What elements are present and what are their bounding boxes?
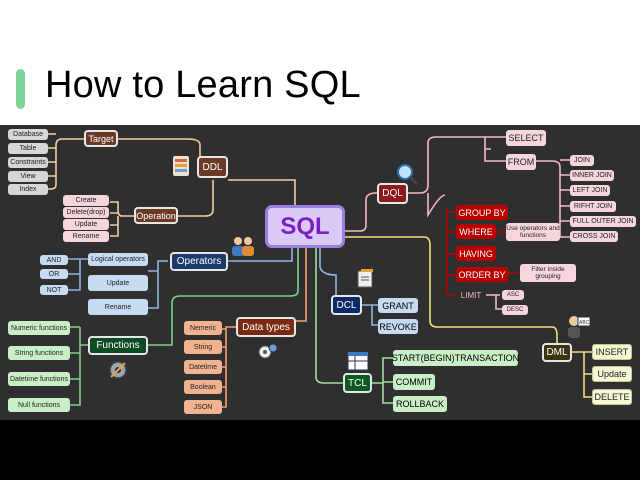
function-item[interactable]: Numeric functions xyxy=(8,321,70,335)
gears-icon xyxy=(258,343,278,359)
mind-map: SQL DDL Target Database Table Constraint… xyxy=(0,125,640,420)
tcl-item[interactable]: ROLLBACK xyxy=(393,396,447,412)
ddl-operation-node[interactable]: Operation xyxy=(134,207,178,224)
having-node[interactable]: HAVING xyxy=(456,246,496,261)
function-item[interactable]: Datetime functions xyxy=(8,372,70,386)
functions-node[interactable]: Functions xyxy=(88,336,148,355)
target-item[interactable]: Constraints xyxy=(8,157,48,168)
select-node[interactable]: SELECT xyxy=(506,130,546,146)
target-item[interactable]: Table xyxy=(8,143,48,154)
dml-item[interactable]: DELETE xyxy=(592,389,632,405)
function-item[interactable]: String functions xyxy=(8,346,70,360)
grant-node[interactable]: GRANT xyxy=(378,298,418,313)
join-item[interactable]: FULL OUTER JOIN xyxy=(570,216,636,227)
table-icon xyxy=(347,351,369,371)
operators-rename[interactable]: Rename xyxy=(88,299,148,315)
join-item[interactable]: RIFHT JOIN xyxy=(570,201,616,212)
join-item[interactable]: INNER JOIN xyxy=(570,170,614,181)
logical-item[interactable]: AND xyxy=(40,255,68,265)
datatype-item[interactable]: Datetime xyxy=(184,360,222,374)
dql-node[interactable]: DQL xyxy=(377,183,408,204)
document-stack-icon xyxy=(357,269,373,288)
tcl-item[interactable]: COMMIT xyxy=(393,374,435,390)
join-item[interactable]: LEFT JOIN xyxy=(570,185,610,196)
operation-item[interactable]: Create xyxy=(63,195,109,206)
ddl-node[interactable]: DDL xyxy=(197,156,228,178)
center-node-sql[interactable]: SQL xyxy=(265,205,345,248)
sort-item[interactable]: DESC xyxy=(502,305,528,315)
tools-icon xyxy=(109,361,127,379)
ddl-target-node[interactable]: Target xyxy=(84,130,118,147)
center-label: SQL xyxy=(280,212,330,240)
limit-node[interactable]: LIMIT xyxy=(460,290,482,300)
operators-node[interactable]: Operators xyxy=(170,252,228,271)
logical-item[interactable]: OR xyxy=(40,269,68,279)
dml-item[interactable]: INSERT xyxy=(592,344,632,360)
sort-item[interactable]: ASC xyxy=(502,290,524,300)
operators-update[interactable]: Update xyxy=(88,275,148,291)
where-note: Use operators and functions xyxy=(506,223,560,241)
magnifier-icon xyxy=(397,164,419,186)
function-item[interactable]: Null functions xyxy=(8,398,70,412)
datatype-item[interactable]: Nemeric xyxy=(184,321,222,335)
tcl-item[interactable]: START(BEGIN)TRANSACTION xyxy=(392,350,519,366)
abc-icon: ABC xyxy=(568,316,591,338)
logical-item[interactable]: NOT xyxy=(40,285,68,295)
revoke-node[interactable]: REVOKE xyxy=(378,319,418,334)
target-item[interactable]: Database xyxy=(8,129,48,140)
connector-lines xyxy=(48,133,592,408)
operation-item[interactable]: Rename xyxy=(63,231,109,242)
tcl-node[interactable]: TCL xyxy=(343,373,372,393)
title-accent xyxy=(16,69,25,109)
logical-operators-node[interactable]: Logical operators xyxy=(88,253,148,266)
operation-item[interactable]: Update xyxy=(63,219,109,230)
operation-item[interactable]: Delete(drop) xyxy=(63,207,109,218)
title-bar: How to Learn SQL xyxy=(0,0,640,125)
target-item[interactable]: View xyxy=(8,171,48,182)
dml-item[interactable]: Update xyxy=(592,366,632,382)
page-title: How to Learn SQL xyxy=(45,64,361,106)
join-item[interactable]: JOIN xyxy=(570,155,594,166)
datatypes-node[interactable]: Data types xyxy=(236,317,296,337)
dcl-node[interactable]: DCL xyxy=(331,295,362,315)
group-by-node[interactable]: GROUP BY xyxy=(456,205,508,220)
join-item[interactable]: CROSS JOIN xyxy=(570,231,618,242)
order-note: Filter inside grouping xyxy=(520,264,576,282)
svg-text:ABC: ABC xyxy=(579,320,590,326)
datatype-item[interactable]: Boolean xyxy=(184,380,222,394)
datatype-item[interactable]: String xyxy=(184,340,222,354)
from-node[interactable]: FROM xyxy=(506,154,536,170)
target-item[interactable]: Index xyxy=(8,184,48,195)
dml-node[interactable]: DML xyxy=(542,343,572,362)
bottom-band xyxy=(0,420,640,480)
order-by-node[interactable]: ORDER BY xyxy=(456,267,508,282)
database-icon xyxy=(173,156,189,176)
datatype-item[interactable]: JSON xyxy=(184,400,222,414)
where-node[interactable]: WHERE xyxy=(456,224,496,239)
people-icon xyxy=(232,237,254,256)
